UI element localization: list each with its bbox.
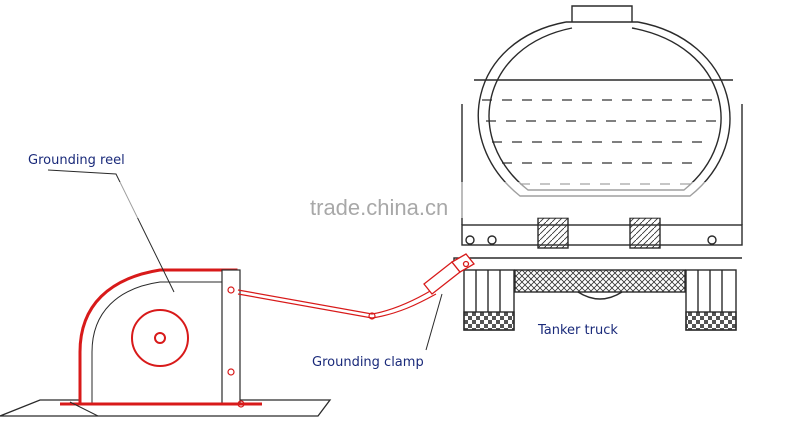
bracket-bolt [227,368,235,376]
tank-hatch [566,5,638,23]
label-tanker-truck: Tanker truck [537,323,618,338]
clamp-pivot [462,260,470,268]
wheel-tread-right [685,311,737,331]
tank-shell-outer [477,21,731,197]
reel-drum [131,309,189,367]
reel-housing-inner [91,281,223,404]
reel-side-bracket [221,269,241,405]
leader-grounding-reel [47,169,175,293]
watermark-area: trade.china.cn [100,182,740,220]
reel-hub [154,332,166,344]
frame-bolt [707,235,717,245]
leader-grounding-clamp [425,293,443,351]
reel-housing [78,268,238,406]
watermark-text: trade.china.cn [310,195,448,220]
label-grounding-clamp: Grounding clamp [312,355,424,370]
tank-support-right [629,217,661,249]
wheel-tread-left [463,311,515,331]
cable-lower [237,293,437,319]
rear-hitch [577,291,623,300]
grounding-cable [237,289,437,320]
clamp-jaw [451,253,475,273]
tanker-truck [453,5,743,331]
cable-upper [237,289,433,315]
leader-reel-base [69,401,99,417]
cable-junction [368,312,376,320]
clamp-body [423,261,461,295]
tank-support-left [537,217,569,249]
tank-shell-inner [488,27,722,191]
tank-liquid [482,99,716,185]
leader-lines [47,169,443,417]
truck-chassis-bar [461,224,743,246]
grounding-reel [0,268,332,417]
frame-bolt [487,235,497,245]
grounding-clamp [423,253,475,295]
bracket-bolt [227,286,235,294]
label-grounding-reel: Grounding reel [28,153,125,168]
rear-bumper-block [514,269,686,293]
frame-bolt [465,235,475,245]
